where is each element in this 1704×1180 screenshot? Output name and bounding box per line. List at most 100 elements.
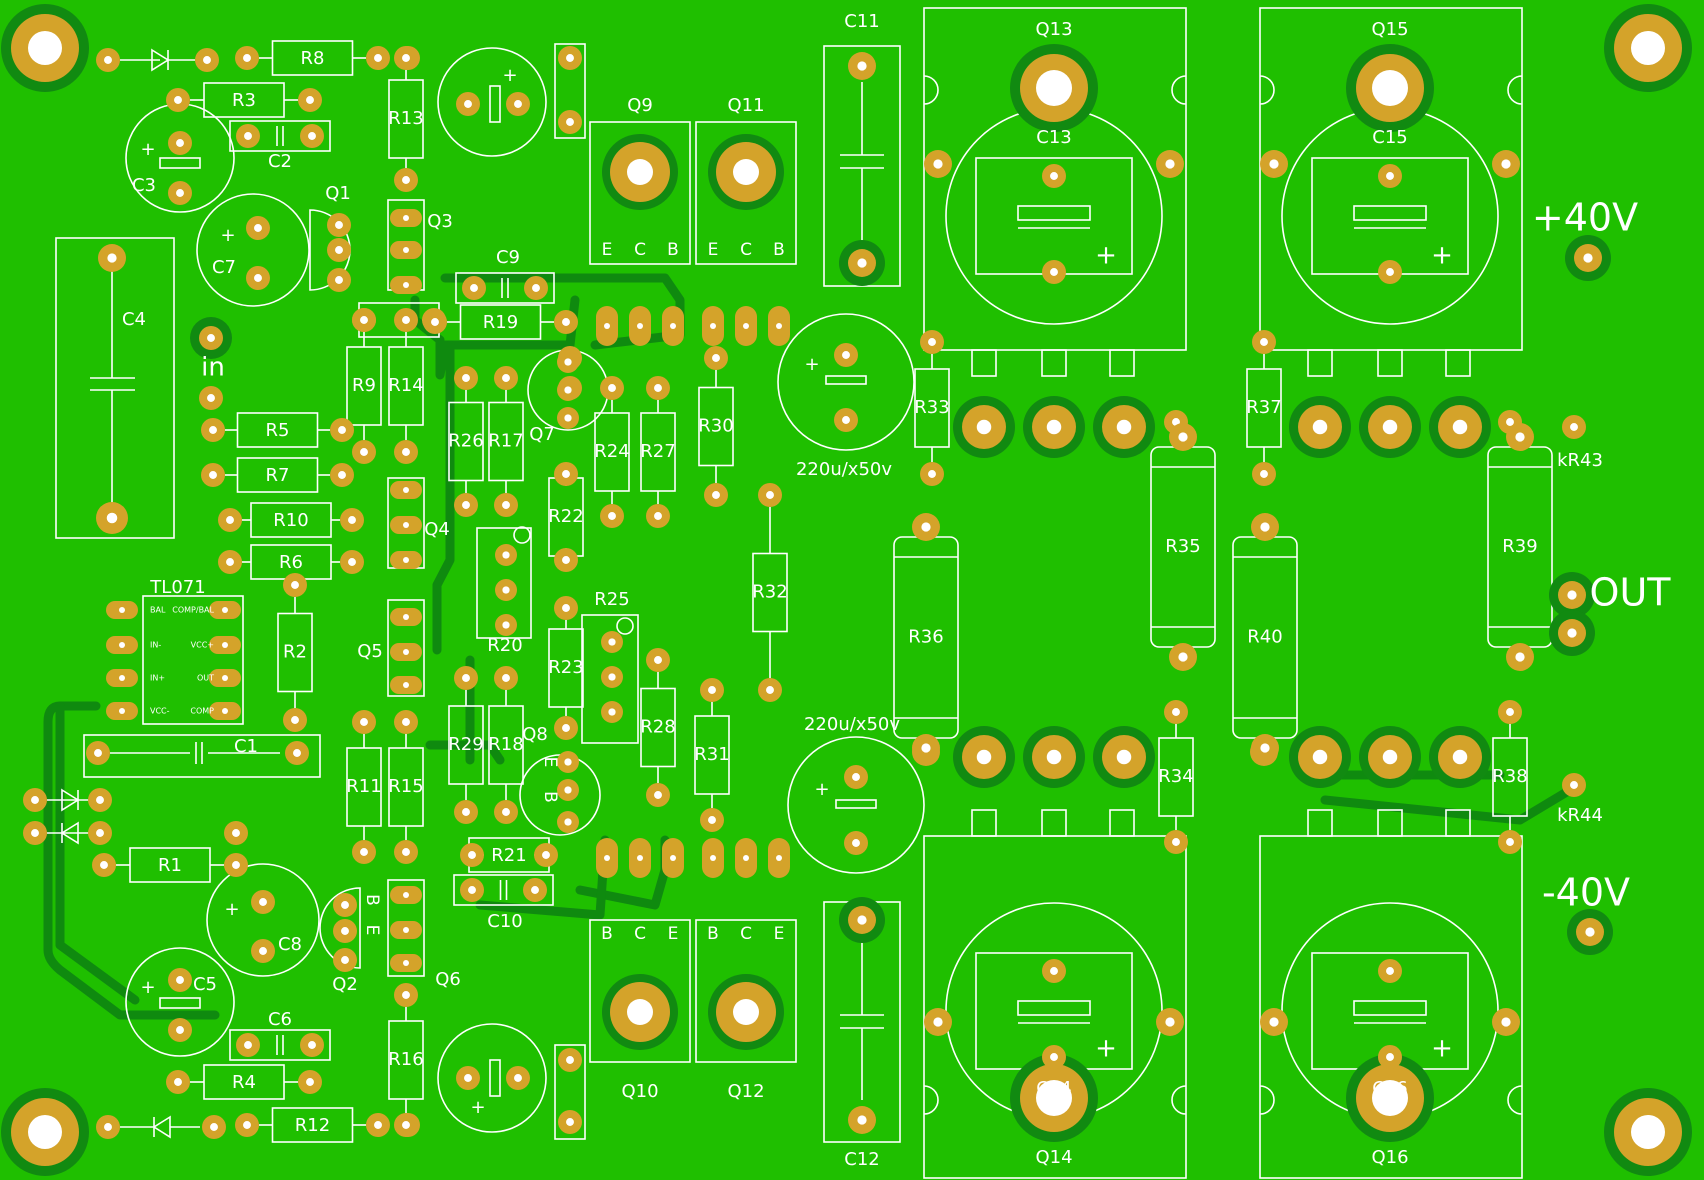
resistor-label-R20: R20: [487, 635, 522, 656]
cap-pad: [558, 1110, 582, 1134]
capacitor-outline-small: [554, 43, 586, 139]
rail-pad: [1567, 909, 1613, 955]
capacitor-label-C1: C1: [234, 736, 258, 757]
pin-label: E: [602, 240, 613, 260]
cap-pad: [844, 831, 868, 855]
transistor-pad: [557, 351, 579, 373]
transistor-label-Q3: Q3: [427, 211, 453, 232]
resistor-pad: [352, 840, 376, 864]
pin-label: C: [634, 240, 646, 260]
resistor-pad: [340, 550, 364, 574]
cap-pad: [524, 276, 548, 300]
transistor-lead-pad: [735, 306, 757, 346]
polarity-mark: +: [1431, 1034, 1453, 1064]
resistor-body-R3: [203, 82, 285, 118]
track-mid-vertical: [432, 340, 455, 655]
resistor-pad: [646, 504, 670, 528]
resistor-body-R33: [914, 368, 950, 448]
transistor-tab-pad: [602, 134, 678, 210]
cap-symbol: [1017, 205, 1091, 221]
output-leg-pad: [1289, 726, 1351, 788]
resistor-label-R36: R36: [908, 627, 943, 648]
transistor-label-Q16: Q16: [1371, 1147, 1408, 1168]
trimmer-pad: [601, 701, 623, 723]
cap-pad: [168, 131, 192, 155]
diode-pad: [88, 788, 112, 812]
output-transistor-mount-pad: [1346, 44, 1434, 132]
trimmer-pad: [495, 614, 517, 636]
cap-pad: [1042, 1045, 1066, 1069]
resistor-pad: [1251, 513, 1279, 541]
resistor-label-R27: R27: [640, 441, 675, 462]
electrolytic-outline-top: [437, 47, 547, 157]
input-pad: [199, 386, 223, 410]
resistor-pad: [494, 800, 518, 824]
resistor-pad: [700, 808, 724, 832]
pin-label: B: [601, 924, 613, 944]
capacitor-label-C10: C10: [487, 911, 522, 932]
cap-pad: [98, 244, 126, 272]
resistor-label-R30: R30: [698, 416, 733, 437]
resistor-label-R29: R29: [448, 734, 483, 755]
ic-pin-right: [209, 601, 241, 619]
cap-pad: [251, 890, 275, 914]
ic-pin-label: IN+: [150, 674, 165, 683]
ic-pin-right: [209, 636, 241, 654]
resistor-body-R27: [640, 412, 676, 492]
ic-pin-right: [209, 669, 241, 687]
track-left-loop-inner: [55, 701, 140, 1005]
cap-pad: [300, 1033, 324, 1057]
ic-pin-left: [106, 601, 138, 619]
resistor-pad: [423, 310, 447, 334]
resistor-pad: [494, 493, 518, 517]
resistor-pad: [704, 346, 728, 370]
capacitor-label-C16: C16: [1372, 1078, 1407, 1099]
diode-pad: [23, 788, 47, 812]
cap-pad: [523, 878, 547, 902]
cap-pad: [1378, 260, 1402, 284]
resistor-pad: [166, 1070, 190, 1094]
kr44-label: kR44: [1557, 805, 1603, 826]
rail-pad: [1565, 235, 1611, 281]
pin-label: E: [708, 240, 719, 260]
pin-label: C: [740, 924, 752, 944]
capacitor-label-C8: C8: [278, 934, 302, 955]
resistor-label-R13: R13: [388, 108, 423, 129]
transistor-label-Q11: Q11: [727, 95, 764, 116]
transistor-outline-Q12: [695, 919, 797, 1063]
ic-outline: [142, 595, 244, 725]
transistor-pad: [327, 213, 351, 237]
pin-label: E: [362, 925, 382, 936]
cap-pad: [168, 1018, 192, 1042]
transistor-pad: [557, 407, 579, 429]
resistor-body-R11: [346, 747, 382, 827]
resistor-pad: [352, 440, 376, 464]
cap-pad: [848, 1106, 876, 1134]
transistor-leg: [971, 349, 997, 377]
output-leg-pad: [1093, 396, 1155, 458]
cap-pad: [460, 878, 484, 902]
cap-symbol: [159, 157, 201, 169]
resistor-label-R34: R34: [1158, 766, 1193, 787]
resistor-body-R38: [1492, 737, 1528, 817]
resistor-pad: [352, 710, 376, 734]
resistor-label-R3: R3: [232, 90, 256, 111]
transistor-leg: [1445, 809, 1471, 837]
transistor-leg: [1445, 349, 1471, 377]
transistor-outline-Q11: [695, 121, 797, 265]
resistor-label-R11: R11: [346, 776, 381, 797]
resistor-pad: [394, 440, 418, 464]
mount-notch: [1507, 75, 1523, 105]
resistor-label-R7: R7: [266, 465, 290, 486]
ic-pin-label: VCC-: [150, 707, 170, 716]
cap-pad: [285, 741, 309, 765]
trimmer-outline-R25: [581, 614, 639, 744]
ic-pin-right: [209, 702, 241, 720]
transistor-pad: [557, 779, 579, 801]
transistor-label-Q12: Q12: [727, 1081, 764, 1102]
trimmer-pad: [495, 544, 517, 566]
cap-symbol: [489, 85, 501, 123]
capacitor-outline-C10: [453, 874, 554, 906]
resistor-pad: [1506, 643, 1534, 671]
track-c9-link: [440, 273, 685, 350]
